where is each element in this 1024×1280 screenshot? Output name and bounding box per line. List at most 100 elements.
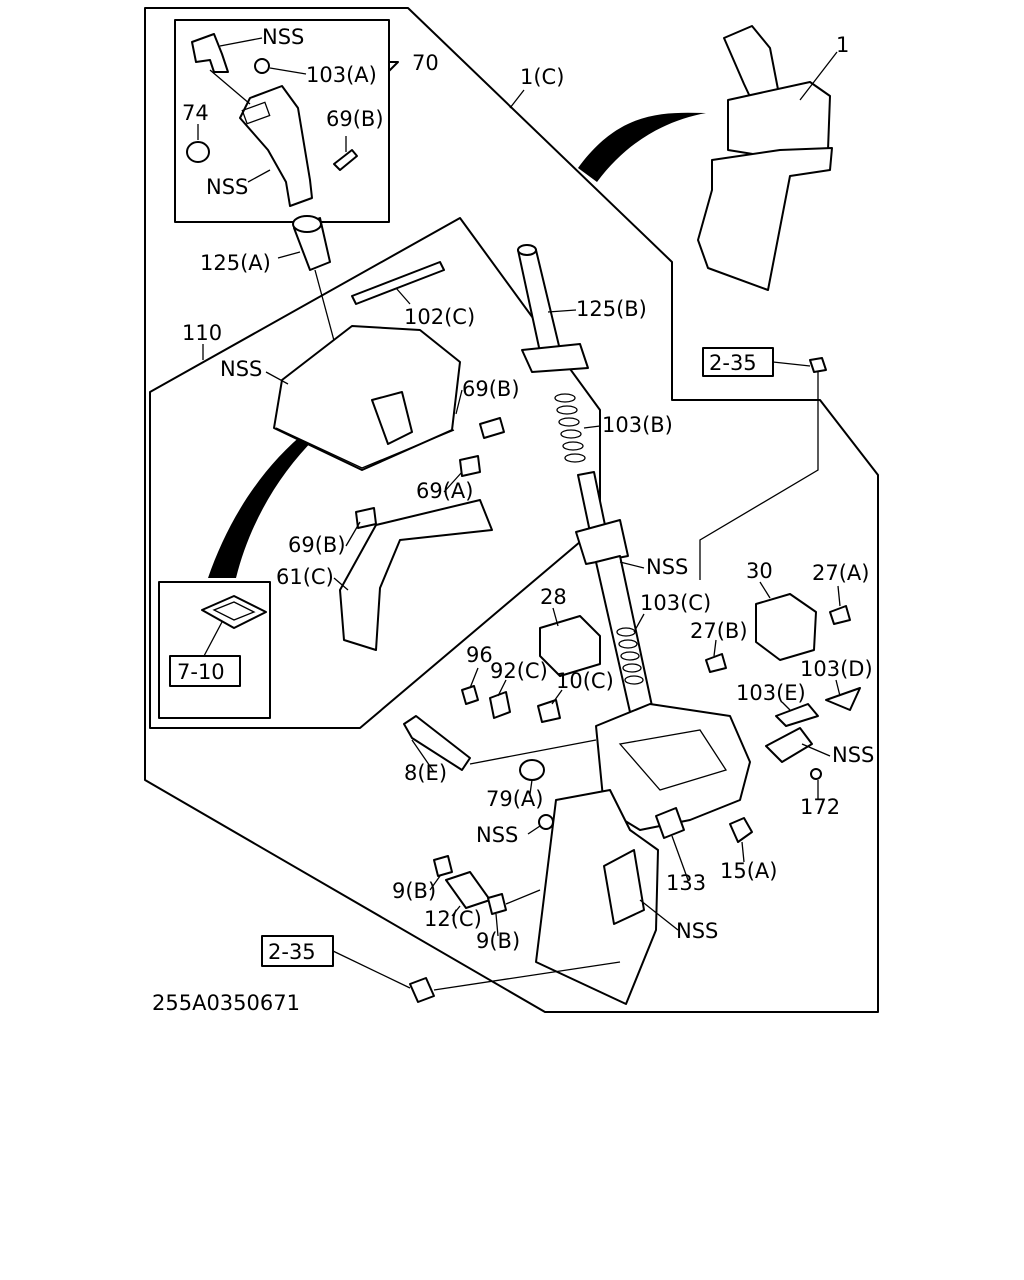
console-cover-lip [275,427,455,469]
label-10c: 10(C) [556,669,614,693]
pin-172 [810,768,822,780]
console-cover [273,325,461,471]
knob-centerline [209,69,251,105]
label-103d: 103(D) [800,657,873,681]
bolt-8e [403,715,471,771]
nut-15a [729,817,753,843]
pin-10c [537,699,561,723]
label-9b-b: 9(B) [476,929,520,953]
label-79a: 79(A) [486,787,543,811]
label-nss-detent: NSS [832,743,874,767]
assembly-1c-outline [144,7,879,1013]
label-102c: 102(C) [404,305,475,329]
label-15a: 15(A) [720,859,777,883]
diagram-id: 255A0350671 [152,991,300,1015]
washer-9b-right [487,893,507,915]
label-28: 28 [540,585,567,609]
label-103b: 103(B) [602,413,673,437]
collar-79a [519,759,545,781]
label-27a: 27(A) [812,561,869,585]
cap-74 [186,141,210,163]
washer-9b-left [433,855,453,877]
detail-7-10-frame [158,581,271,719]
leader-lines [197,37,841,937]
ref-7-10-box [169,655,241,687]
side-plate-nss [603,849,645,925]
label-1c: 1(C) [520,65,564,89]
label-69b-mid: 69(B) [462,377,520,401]
trim-102c [351,261,445,305]
knob-slot [241,101,271,125]
nut-drop-line [699,372,819,580]
bushing-125a-top [292,215,322,233]
label-1: 1 [836,33,849,57]
view-arrow-detail [208,385,388,578]
label-103e: 103(E) [736,681,806,705]
bolt-8e-leader [469,739,597,765]
nut-2-35-top [809,357,827,373]
detent-plate-nss [765,727,813,763]
label-nss-cover: NSS [220,357,262,381]
preview-lower-bracket [697,147,833,291]
label-2-35-top: 2-35 [709,351,757,375]
sleeve-12c [445,871,491,909]
label-103a: 103(A) [306,63,377,87]
label-nss-top: NSS [262,25,304,49]
label-7-10: 7-10 [177,660,225,684]
block-28 [539,615,601,677]
boot-nss [575,519,629,565]
shaft-125b-flange [521,343,589,373]
spring-103c [616,627,644,685]
label-125b: 125(B) [576,297,647,321]
label-9b-a: 9(B) [392,879,436,903]
label-92c: 92(C) [490,659,548,683]
shaft-125b [517,249,561,353]
ref-2-35-top-leader [772,361,811,367]
bolt-69a [459,455,481,477]
bolt-27a [829,605,851,625]
bracket-92c [489,691,511,719]
knob-button [191,33,229,73]
bracket-61c [339,499,493,651]
label-8e: 8(E) [404,761,447,785]
detent-103e [775,703,819,727]
bushing-nss [538,814,554,830]
detail-gasket-inner [212,601,256,621]
sleeve-leader [505,889,541,905]
spring-103d [825,687,861,711]
detail-gasket [201,595,267,629]
label-12c: 12(C) [424,907,482,931]
label-61c: 61(C) [276,565,334,589]
label-nss-bracket: NSS [476,823,518,847]
label-69a: 69(A) [416,479,473,503]
spring-103b [554,393,586,463]
label-125a: 125(A) [200,251,271,275]
shaft-125b-top [517,244,537,256]
label-nss-plate: NSS [676,919,718,943]
knob-kit-70-leader [388,61,399,72]
base-plate [535,789,659,1005]
clip-96 [461,685,479,705]
bolt-2-35-bot-line [433,961,621,991]
view-arrow-top [578,112,706,182]
knob-kit-70-box [174,19,390,223]
label-172: 172 [800,795,840,819]
label-74: 74 [182,101,209,125]
label-nss-knob: NSS [206,175,248,199]
label-nss-boot: NSS [646,555,688,579]
lever-gate [618,729,728,791]
clamp-133 [655,807,685,839]
cover-insert [371,391,413,445]
bolt-27b [705,653,727,673]
label-70: 70 [412,51,439,75]
threaded-rod [577,471,607,533]
label-69b-top: 69(B) [326,107,384,131]
bolt-69b-cover [479,417,505,439]
shift-knob [239,85,313,207]
bolt-2-35-bot [409,977,435,1003]
label-30: 30 [746,559,773,583]
ref-2-35-bot-leader [332,950,411,989]
label-69b-low: 69(B) [288,533,346,557]
label-2-35-bot: 2-35 [268,940,316,964]
